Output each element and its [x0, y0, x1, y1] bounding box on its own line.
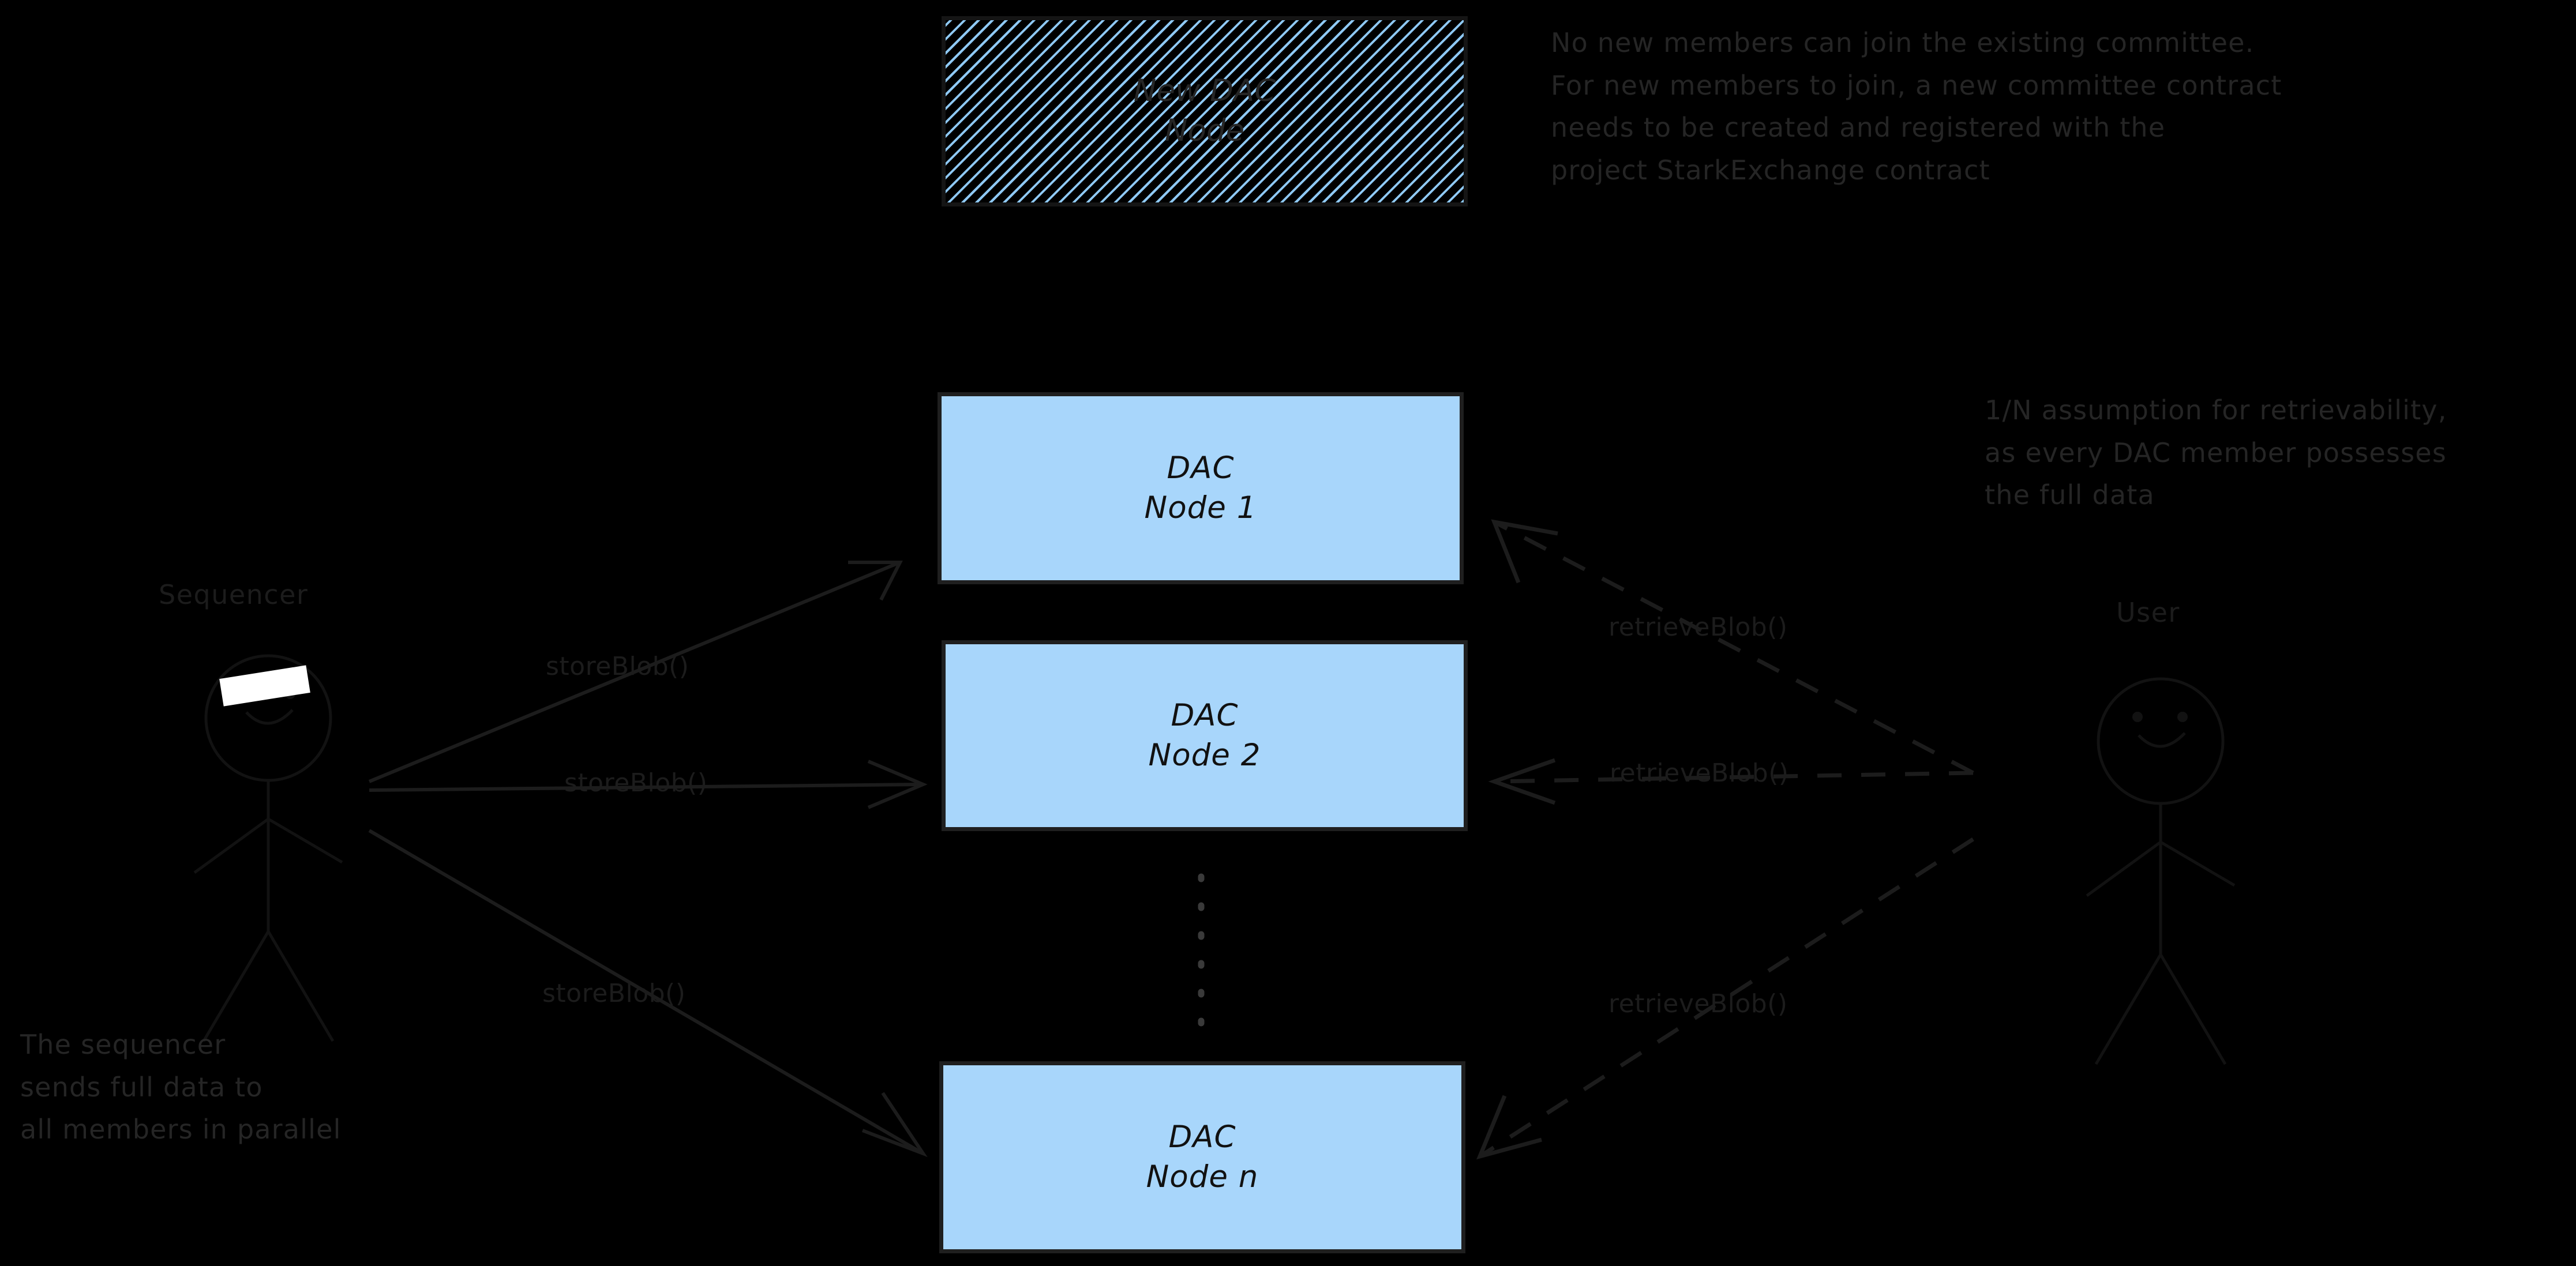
- retrieve-blob-arrow-node-1[interactable]: [1491, 519, 1974, 775]
- dac-node-1-box[interactable]: DAC Node 1: [938, 392, 1464, 584]
- note-parallel: The sequencer sends full data to all mem…: [20, 1029, 342, 1145]
- dac-node-n-label-line2: Node n: [1146, 1159, 1259, 1194]
- dac-node-n-box[interactable]: DAC Node n: [939, 1061, 1465, 1253]
- user-figure: [2087, 679, 2234, 1064]
- dac-node-2-label-line1: DAC: [1171, 697, 1239, 733]
- dac-node-2-label-line2: Node 2: [1148, 737, 1261, 773]
- new-dac-node-label-line2: Node: [1164, 113, 1245, 148]
- dac-node-1-label-line1: DAC: [1167, 450, 1235, 486]
- store-blob-label-1: storeBlob(): [546, 652, 689, 681]
- note-committee: No new members can join the existing com…: [1551, 27, 2282, 186]
- dac-node-1-label-line2: Node 1: [1144, 490, 1257, 525]
- dac-node-n-label-line1: DAC: [1168, 1119, 1236, 1155]
- retrieve-blob-label-1: retrieveBlob(): [1608, 613, 1788, 642]
- new-dac-node-label-line1: New DAC: [1133, 73, 1276, 109]
- retrieve-blob-arrow-node-2[interactable]: [1488, 758, 1974, 805]
- dac-node-2-box[interactable]: DAC Node 2: [942, 640, 1468, 831]
- store-blob-arrow-node-2[interactable]: [369, 760, 928, 809]
- sequencer-figure: [194, 656, 342, 1041]
- new-dac-node-box[interactable]: New DAC Node: [942, 16, 1468, 206]
- retrieve-blob-label-n: retrieveBlob(): [1608, 989, 1788, 1019]
- user-label: User: [2116, 597, 2180, 628]
- store-blob-label-n: storeBlob(): [542, 979, 686, 1008]
- retrieve-blob-label-2: retrieveBlob(): [1610, 758, 1789, 788]
- sequencer-label: Sequencer: [159, 579, 309, 610]
- store-blob-arrow-node-n[interactable]: [368, 829, 928, 1158]
- retrieve-blob-arrow-node-n[interactable]: [1476, 837, 1974, 1160]
- store-blob-label-2: storeBlob(): [564, 768, 708, 798]
- store-blob-arrow-node-1[interactable]: [368, 561, 903, 783]
- note-retrievability: 1/N assumption for retrievability, as ev…: [1985, 395, 2447, 511]
